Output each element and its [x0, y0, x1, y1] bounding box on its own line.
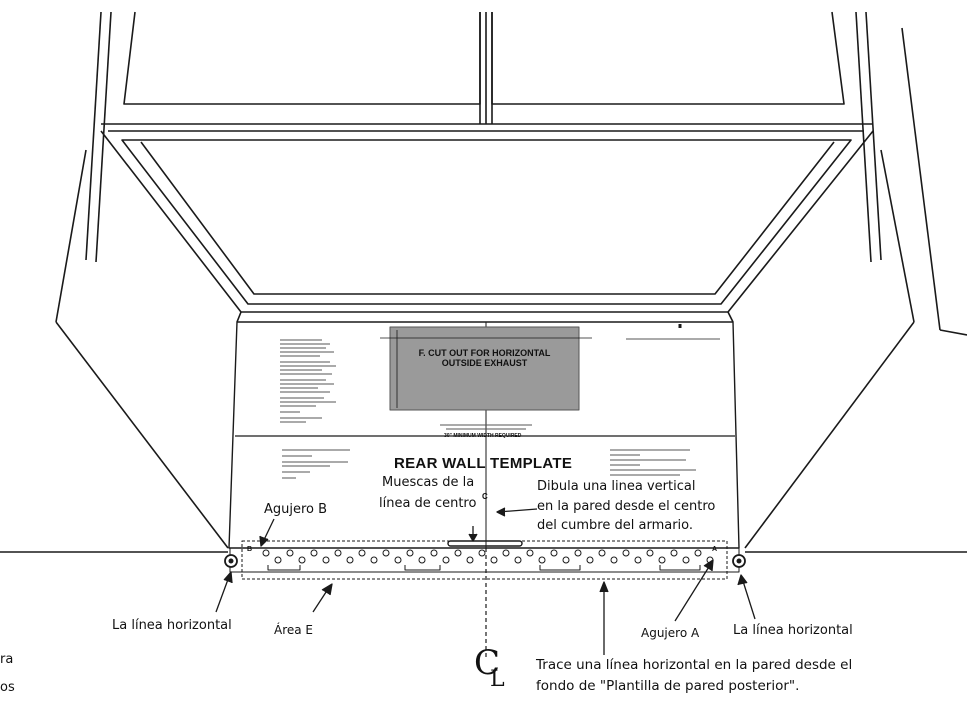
- template-hole: [406, 549, 414, 557]
- hole-a-mark: A: [712, 546, 718, 553]
- template-hole: [550, 549, 558, 557]
- label-trace-line-2: fondo de "Plantilla de pared posterior".: [536, 678, 800, 694]
- template-hole: [574, 549, 582, 557]
- template-hole: [502, 549, 510, 557]
- template-hole: [358, 549, 366, 557]
- leader-lines: [215, 507, 756, 655]
- label-dibuja-line-2: en la pared desde el centro: [537, 499, 716, 514]
- template-hole: [682, 556, 690, 564]
- range-hood: [100, 130, 874, 323]
- template-hole: [370, 556, 378, 564]
- template-hole: [514, 556, 522, 564]
- label-dibuja-line-1: Dibula una linea vertical: [537, 479, 696, 494]
- label-agujero-a: Agujero A: [641, 626, 700, 640]
- hole-pattern: [262, 549, 714, 571]
- template-hole: [442, 556, 450, 564]
- template-hole: [562, 556, 570, 564]
- template-hole: [418, 556, 426, 564]
- edge-text-1: ra: [0, 652, 14, 667]
- template-hole: [586, 556, 594, 564]
- template-hole: [658, 556, 666, 564]
- centerline-symbol: CL: [474, 646, 515, 693]
- label-trace-line-1: Trace una línea horizontal en la pared d…: [536, 657, 853, 673]
- template-fine-print: [280, 338, 720, 479]
- template-slot: [659, 565, 701, 571]
- hole-b-mark: B: [247, 546, 253, 553]
- template-hole: [394, 556, 402, 564]
- template-hole: [298, 556, 306, 564]
- template-hole: [598, 549, 606, 557]
- template-hole: [622, 549, 630, 557]
- template-hole: [310, 549, 318, 557]
- template-hole: [478, 549, 486, 557]
- template-hole: [322, 556, 330, 564]
- bottom-hole-strip: [224, 540, 746, 580]
- label-linea-horizontal-right: La línea horizontal: [733, 623, 853, 638]
- template-hole: [454, 549, 462, 557]
- template-hole: [346, 556, 354, 564]
- template-title: REAR WALL TEMPLATE: [394, 455, 573, 472]
- template-hole: [490, 556, 498, 564]
- upper-cabinet: [85, 11, 882, 263]
- template-hole: [334, 549, 342, 557]
- side-walls: [0, 27, 967, 553]
- template-hole: [646, 549, 654, 557]
- template-hole: [670, 549, 678, 557]
- template-hole: [286, 549, 294, 557]
- template-slot: [267, 565, 301, 571]
- template-hole: [262, 549, 270, 557]
- edge-text-2: os: [0, 680, 15, 695]
- template-hole: [526, 549, 534, 557]
- centerline-l: L: [490, 666, 505, 692]
- template-slot: [404, 565, 441, 571]
- template-hole: [538, 556, 546, 564]
- template-hole: [694, 549, 702, 557]
- mount-screw-left: [224, 554, 238, 568]
- template-hole: [634, 556, 642, 564]
- template-slot: [539, 565, 581, 571]
- label-muescas-line-1: Muescas de la: [382, 475, 475, 490]
- template-hole: [610, 556, 618, 564]
- cutout-line-2: OUTSIDE EXHAUST: [441, 358, 528, 368]
- template-hole: [382, 549, 390, 557]
- centerline-c: C: [474, 643, 501, 683]
- cutout-label: F. CUT OUT FOR HORIZONTAL OUTSIDE EXHAUS…: [400, 348, 569, 368]
- label-linea-horizontal-left: La línea horizontal: [112, 618, 232, 633]
- label-area-e: Área E: [274, 623, 314, 637]
- cutout-line-1: F. CUT OUT FOR HORIZONTAL: [418, 348, 551, 358]
- label-muescas-line-2: línea de centro: [379, 496, 477, 511]
- min-width-label: 30" MINIMUM WIDTH REQUIRED: [444, 433, 522, 439]
- template-hole: [466, 556, 474, 564]
- label-dibuja-line-3: del cumbre del armario.: [537, 518, 694, 533]
- template-hole: [274, 556, 282, 564]
- center-mark: C: [482, 492, 488, 501]
- template-hole: [430, 549, 438, 557]
- mount-screw-right: [732, 554, 746, 568]
- label-agujero-b: Agujero B: [264, 502, 328, 517]
